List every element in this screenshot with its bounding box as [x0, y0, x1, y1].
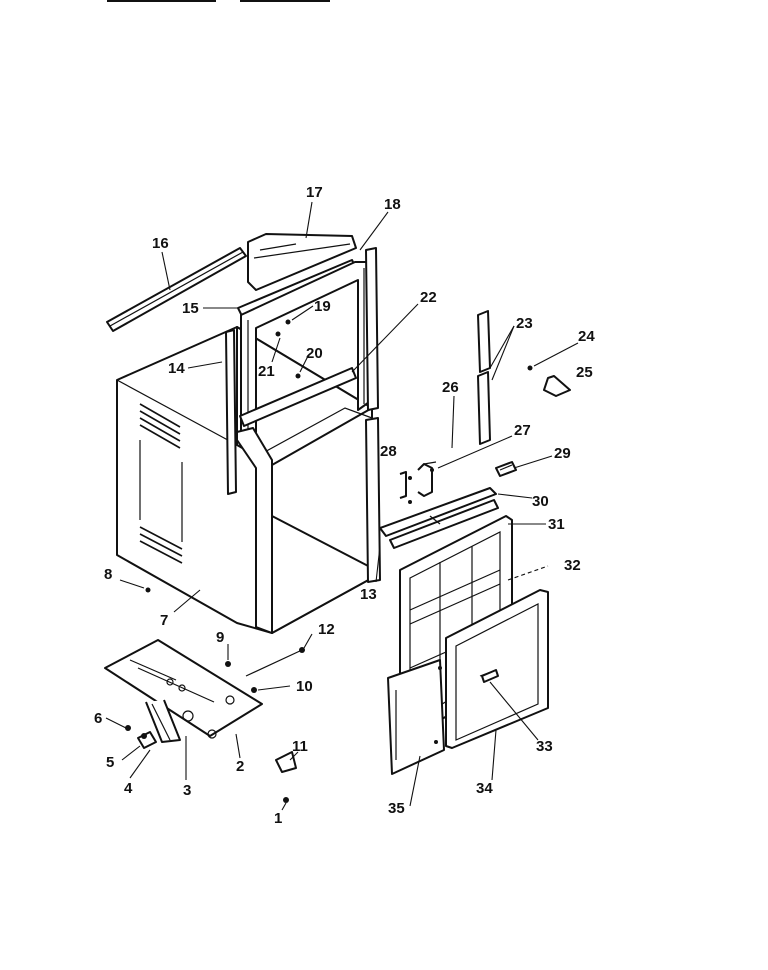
- part-base-pan: [104, 639, 263, 739]
- part-screw-5: [141, 733, 147, 739]
- part-side-strips: [477, 310, 491, 445]
- label-20: 20: [306, 345, 323, 362]
- label-26: 26: [442, 379, 459, 396]
- part-frame-post-right: [365, 247, 379, 411]
- part-center-rail: [239, 367, 357, 427]
- label-24: 24: [578, 328, 595, 345]
- label-10: 10: [296, 678, 313, 695]
- part-access-door: [387, 659, 445, 775]
- label-27: 27: [514, 422, 531, 439]
- label-6: 6: [94, 710, 102, 727]
- part-rod: [245, 647, 305, 677]
- label-33: 33: [536, 738, 553, 755]
- label-14: 14: [168, 360, 185, 377]
- part-top-bracket: [247, 233, 357, 291]
- leader-dash-32: [507, 565, 549, 581]
- part-housing-vents: [139, 403, 183, 564]
- label-25: 25: [576, 364, 593, 381]
- part-leg-brace: [145, 699, 181, 743]
- label-19: 19: [314, 298, 331, 315]
- part-screw-20: [295, 373, 301, 379]
- label-13: 13: [360, 586, 377, 603]
- part-filter-panel: [445, 589, 549, 749]
- label-7: 7: [160, 612, 168, 629]
- label-31: 31: [548, 516, 565, 533]
- label-32: 32: [564, 557, 581, 574]
- label-15: 15: [182, 300, 199, 317]
- label-22: 22: [420, 289, 437, 306]
- part-screw-6: [125, 725, 131, 731]
- label-18: 18: [384, 196, 401, 213]
- label-30: 30: [532, 493, 549, 510]
- label-29: 29: [554, 445, 571, 462]
- part-bracket-4: [137, 731, 157, 749]
- label-11: 11: [292, 738, 308, 755]
- part-filter-clip: [481, 669, 499, 683]
- label-12: 12: [318, 621, 335, 638]
- label-16: 16: [152, 235, 169, 252]
- part-lower-rails: [379, 487, 499, 549]
- part-front-right-rail: [365, 417, 381, 583]
- label-1: 1: [274, 810, 282, 827]
- label-17: 17: [306, 184, 323, 201]
- label-2: 2: [236, 758, 244, 775]
- part-left-side-rail: [225, 329, 237, 495]
- callout-labels: 1 2 3 4 5 6 7 8 9 10 11 12 13 14 15 16 1…: [94, 184, 595, 827]
- label-28: 28: [380, 443, 397, 460]
- part-bracket-11: [275, 751, 297, 803]
- part-screw-24: [527, 365, 533, 371]
- label-9: 9: [216, 629, 224, 646]
- part-clip: [399, 471, 412, 504]
- part-screw-10: [251, 687, 257, 693]
- part-screw-9: [225, 661, 231, 667]
- label-4: 4: [124, 780, 133, 797]
- label-8: 8: [104, 566, 112, 583]
- part-front-post-left: [236, 427, 273, 634]
- part-small-bracket: [543, 375, 571, 397]
- part-hanger-bracket: [417, 461, 437, 497]
- part-top-rail: [106, 247, 247, 332]
- label-35: 35: [388, 800, 405, 817]
- part-damper-pad: [495, 461, 517, 477]
- leader-lines: [105, 201, 579, 811]
- label-5: 5: [106, 754, 114, 771]
- part-screw-8: [145, 587, 151, 593]
- label-21: 21: [258, 363, 275, 380]
- label-23: 23: [516, 315, 533, 332]
- label-34: 34: [476, 780, 493, 797]
- part-screw-19: [285, 319, 291, 325]
- label-3: 3: [183, 782, 191, 799]
- part-screw-21: [275, 331, 281, 337]
